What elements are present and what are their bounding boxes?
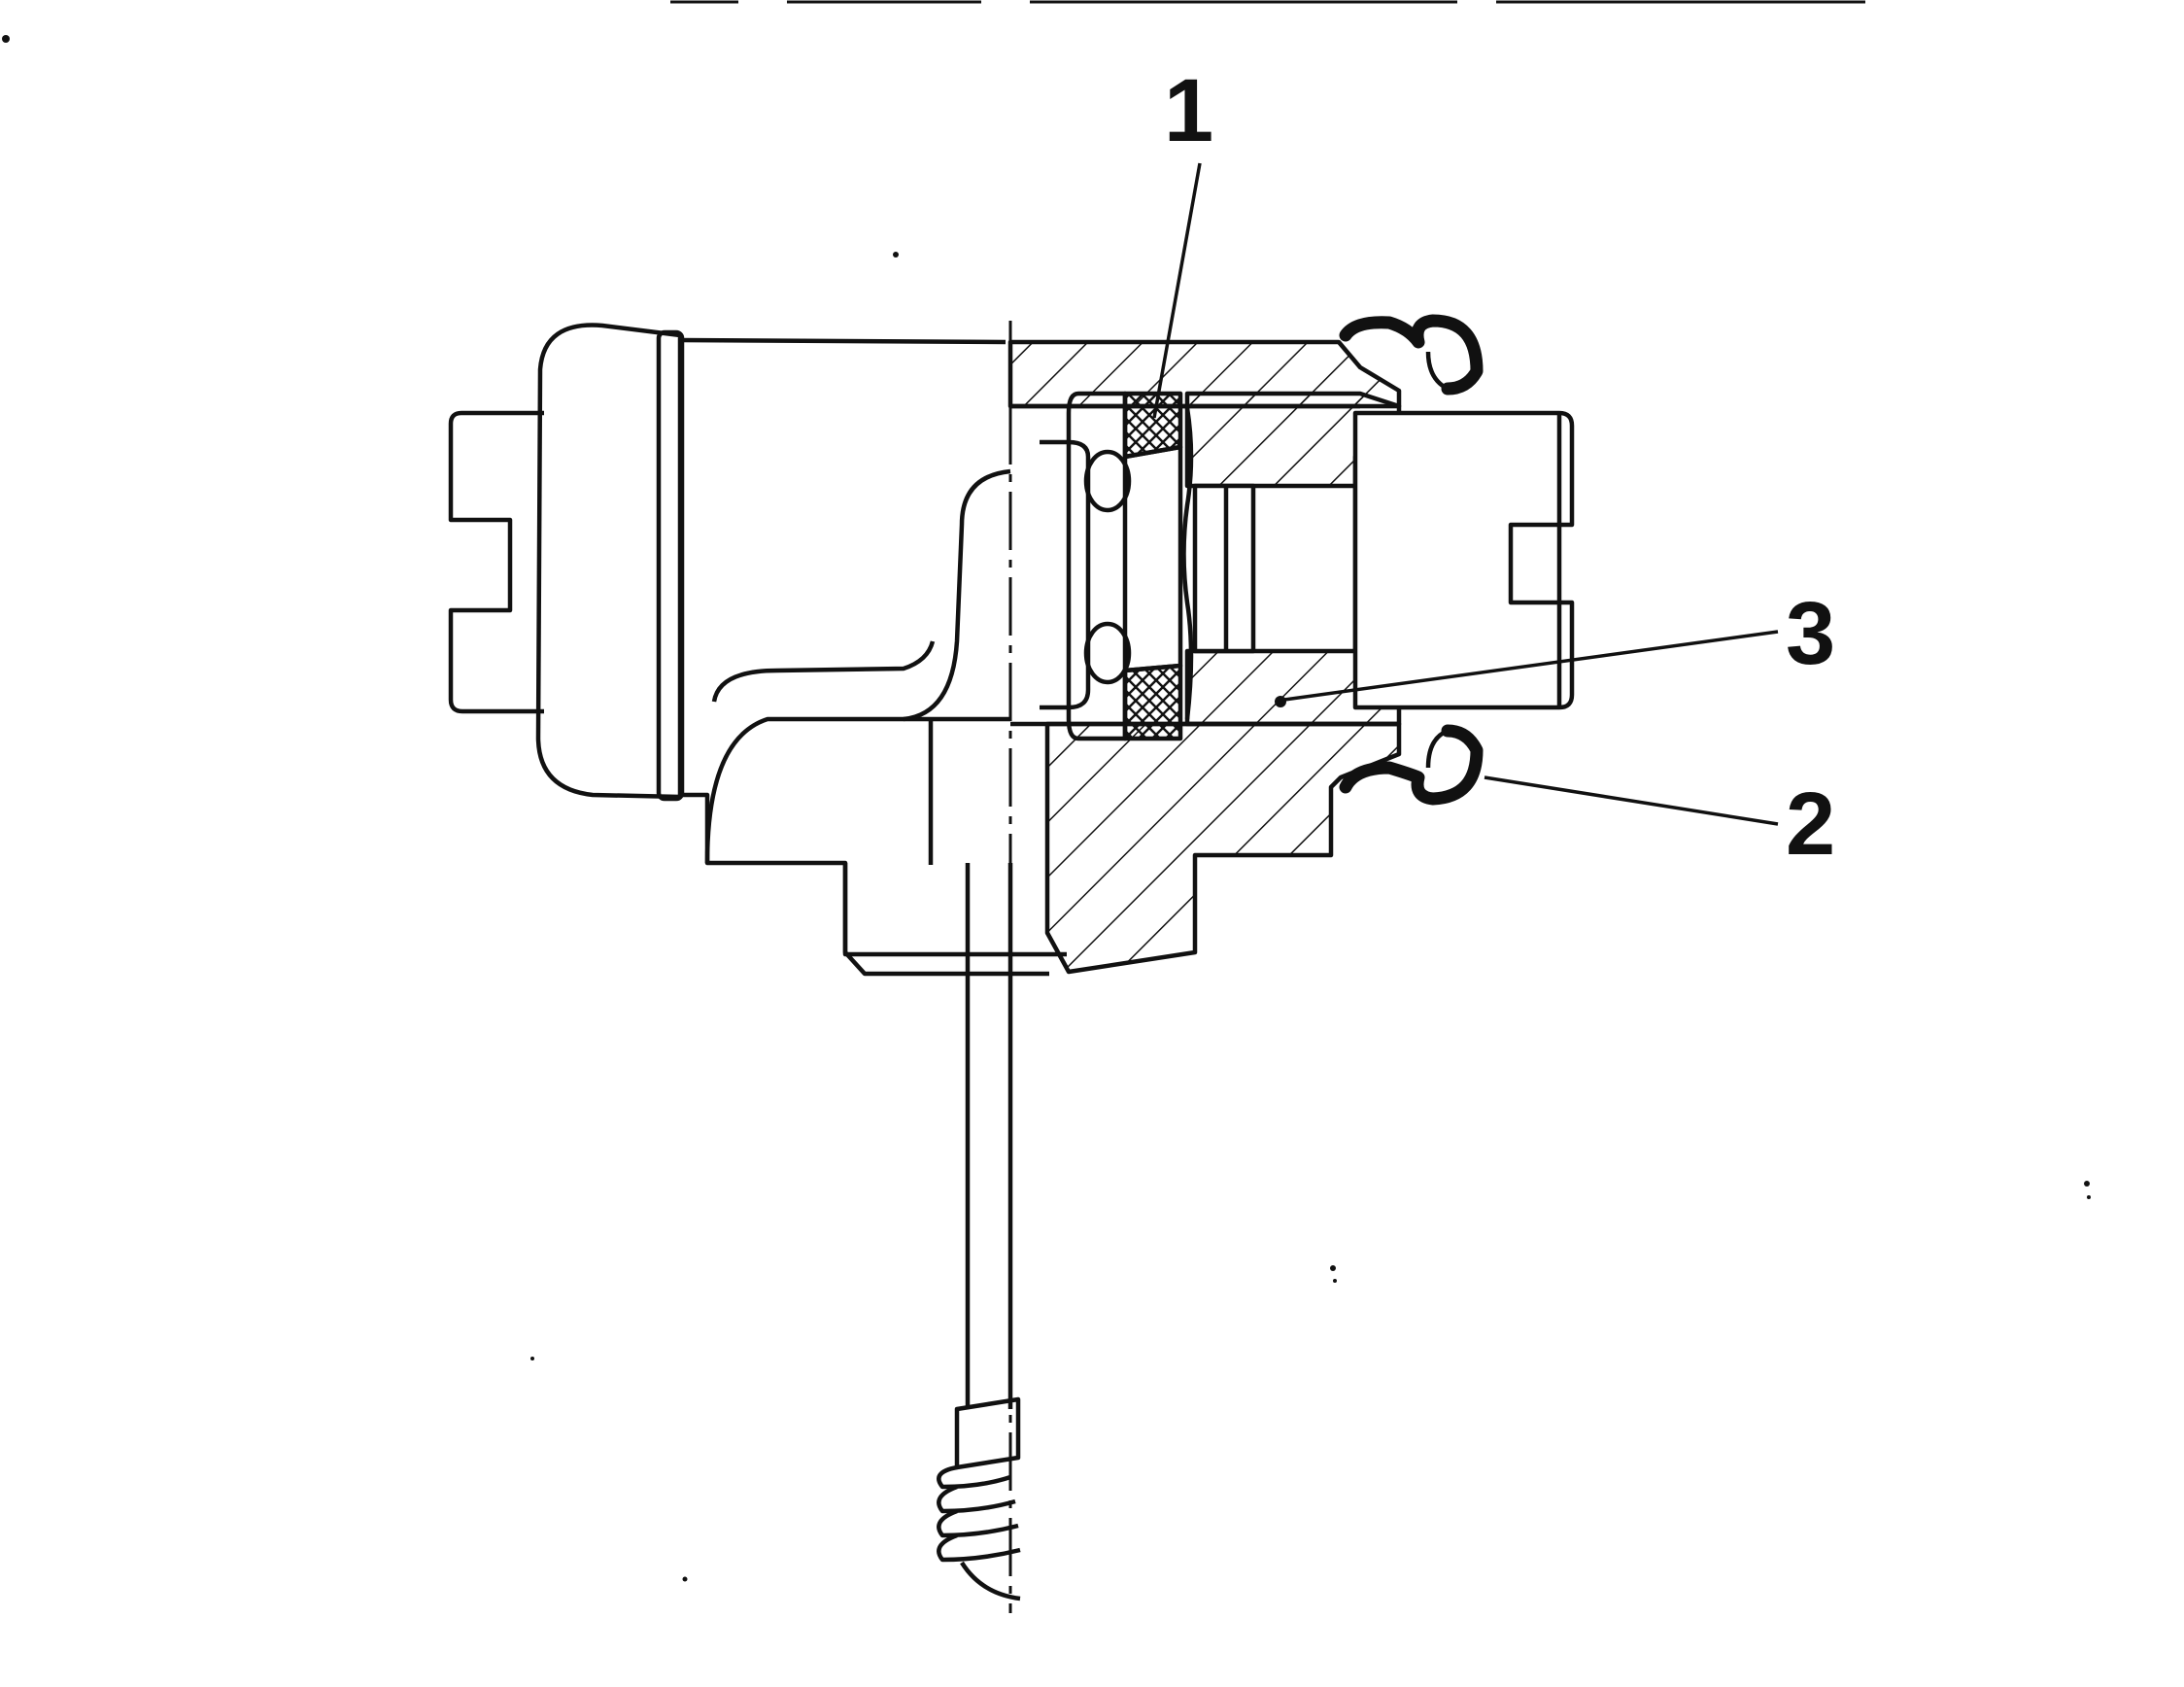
callout-label-3: 3 [1786,584,1836,683]
leader-line-3 [1283,630,1779,702]
scan-specks [2,35,2091,1582]
leader-dot-3 [1275,696,1286,707]
right-slotted-tappet [1352,410,1575,710]
spring-coil-upper [1083,449,1132,513]
piston-cup-bottom-crosshatch [1122,663,1183,741]
body-section-bottom-wall [1044,721,1402,975]
right-dust-boot-upper [1339,314,1484,396]
spring-seat [1040,439,1091,710]
bleed-thread [937,1464,1021,1601]
cylinder-body-outline [681,337,1067,957]
right-dust-boot-inner [1425,351,1450,769]
spring-coil-lower [1083,621,1132,685]
left-slotted-tappet [448,410,544,714]
left-boot-ring [656,329,685,802]
piston-cup-body [1066,391,1128,741]
lower-boss [842,863,1049,977]
piston-face-wavy [1181,407,1194,720]
inlet-port-contour [903,468,1011,722]
right-dust-boot-lower [1339,724,1484,806]
body-contour-line [711,640,936,703]
leader-line-2 [1484,775,1779,826]
piston-cup-lip [1124,444,1183,673]
bleed-tube-fitting [954,1396,1021,1470]
callout-label-2: 2 [1786,775,1836,874]
left-dust-boot [535,323,683,800]
piston-stem-detail [1223,486,1256,651]
bleed-tube [965,863,1013,1409]
leader-line-1 [1152,162,1202,419]
mounting-boss-front [704,716,1010,865]
callout-label-1: 1 [1164,61,1214,160]
piston-stem [1192,483,1358,654]
